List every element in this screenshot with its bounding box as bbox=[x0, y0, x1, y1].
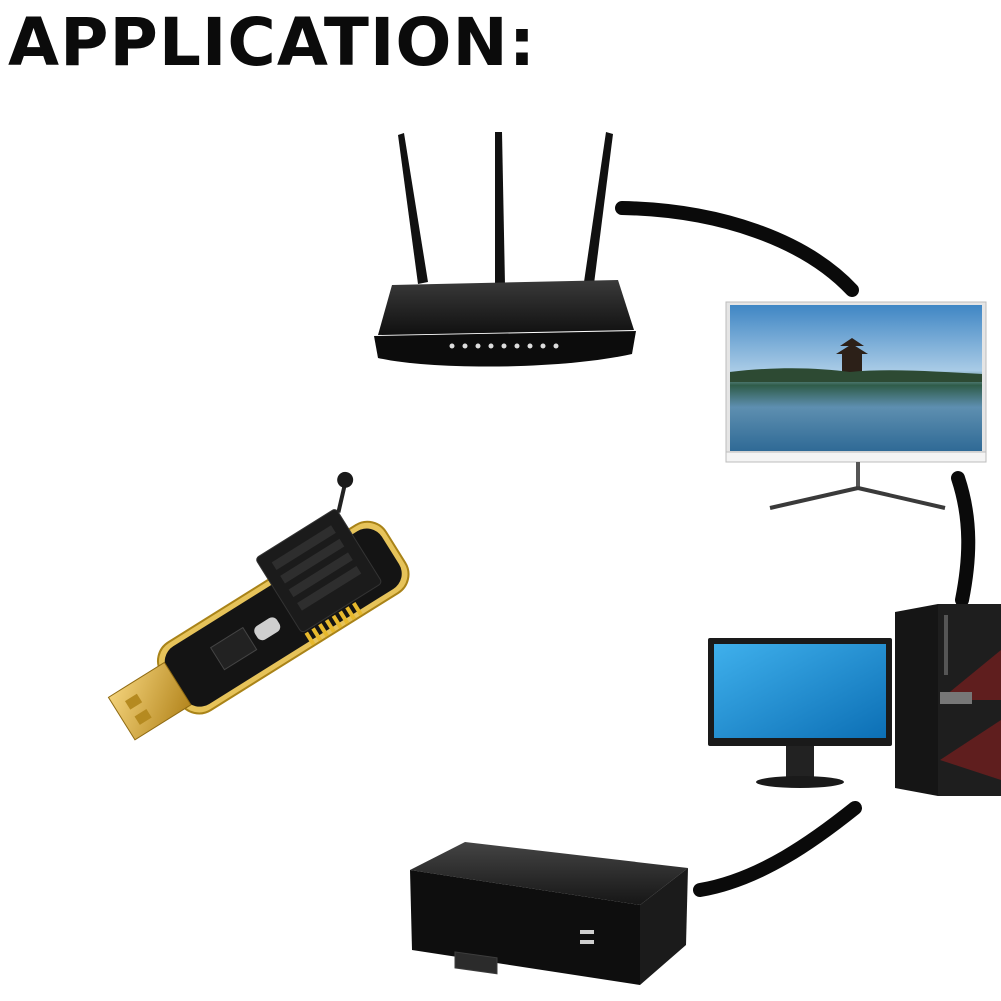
flat-monitor bbox=[725, 301, 987, 510]
set-top-box bbox=[410, 842, 688, 985]
connection-arcs bbox=[615, 201, 976, 897]
zif-socket bbox=[256, 471, 382, 633]
arc-router-monitor bbox=[615, 201, 859, 297]
header-pins bbox=[304, 601, 363, 646]
usb-eeprom-programmer bbox=[107, 471, 410, 741]
pagoda-silhouette bbox=[836, 338, 868, 374]
arc-monitor-computer bbox=[951, 471, 976, 607]
page-title: APPLICATION: bbox=[8, 4, 537, 81]
tower-red-pattern bbox=[940, 650, 1001, 780]
box-front-ports bbox=[580, 930, 594, 944]
router-led-row bbox=[449, 343, 559, 349]
arc-computer-box bbox=[693, 801, 862, 897]
wifi-router bbox=[374, 132, 636, 367]
desktop-computer bbox=[708, 604, 1001, 796]
